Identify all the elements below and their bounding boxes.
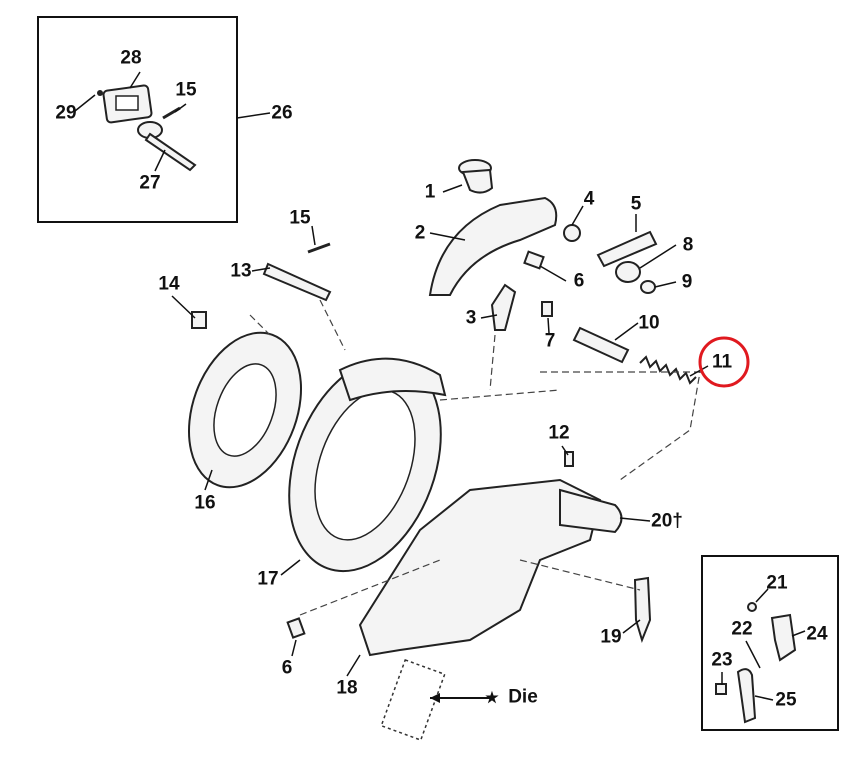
part-5-handle <box>596 230 658 268</box>
part-24-latch <box>770 613 797 662</box>
label-25: 25 <box>775 689 797 711</box>
label-12: 12 <box>548 422 570 444</box>
part-23-screw <box>715 683 727 695</box>
part-3-link <box>490 283 517 331</box>
label-6: 6 <box>573 270 585 292</box>
label-7: 7 <box>544 330 556 352</box>
label-1: 1 <box>424 181 436 203</box>
label-5: 5 <box>630 193 642 215</box>
label-18: 18 <box>336 677 358 699</box>
part-15-pin-main <box>307 242 331 254</box>
part-9-ring <box>640 280 656 294</box>
part-10-pin <box>572 326 630 364</box>
part-21-screw <box>747 602 757 612</box>
inset-box-26 <box>37 16 238 223</box>
label-26: 26 <box>271 102 293 124</box>
label-21: 21 <box>766 572 788 594</box>
label-6-lower: 6 <box>281 657 293 679</box>
label-15: 15 <box>289 207 311 229</box>
label-28: 28 <box>120 47 142 69</box>
label-10: 10 <box>638 312 660 334</box>
part-11-spring <box>639 355 697 385</box>
label-11: 11 <box>711 351 733 373</box>
part-28-block <box>102 84 153 124</box>
label-die: Die <box>508 686 538 708</box>
label-24: 24 <box>806 623 828 645</box>
label-3: 3 <box>465 307 477 329</box>
die-star-icon: ★ <box>485 689 499 707</box>
label-4: 4 <box>583 188 595 210</box>
label-2: 2 <box>414 222 426 244</box>
label-27: 27 <box>139 172 161 194</box>
part-29-screw <box>97 90 103 96</box>
label-20: 20† <box>651 510 683 532</box>
label-19: 19 <box>600 626 622 648</box>
part-25-latch <box>736 668 757 724</box>
die-outline <box>380 658 446 742</box>
part-14-screw <box>191 311 207 329</box>
label-8: 8 <box>682 234 694 256</box>
part-7-screw <box>541 301 553 317</box>
label-23: 23 <box>711 649 733 671</box>
inset-box-latch <box>701 555 839 731</box>
part-6-pin <box>523 250 545 270</box>
part-19-latch <box>633 576 652 644</box>
label-16: 16 <box>194 492 216 514</box>
label-9: 9 <box>681 271 693 293</box>
part-27-bolt <box>137 121 197 172</box>
part-18-body <box>358 478 602 657</box>
label-22: 22 <box>731 618 753 640</box>
part-2-arm <box>428 196 558 296</box>
label-14: 14 <box>158 273 180 295</box>
part-1-bushing <box>458 159 494 194</box>
part-13-bolt <box>262 262 332 302</box>
part-17-cam-ring <box>288 357 447 573</box>
part-20-shaft <box>559 488 623 534</box>
label-29: 29 <box>55 102 77 124</box>
part-6-pin-lower <box>286 617 306 639</box>
label-15-inset: 15 <box>175 79 197 101</box>
label-13: 13 <box>230 260 252 282</box>
highlight-circle-11 <box>698 336 750 388</box>
label-17: 17 <box>257 568 279 590</box>
part-4-washer <box>563 224 581 242</box>
part-8-nut <box>615 261 641 283</box>
part-12-screw <box>564 451 574 467</box>
